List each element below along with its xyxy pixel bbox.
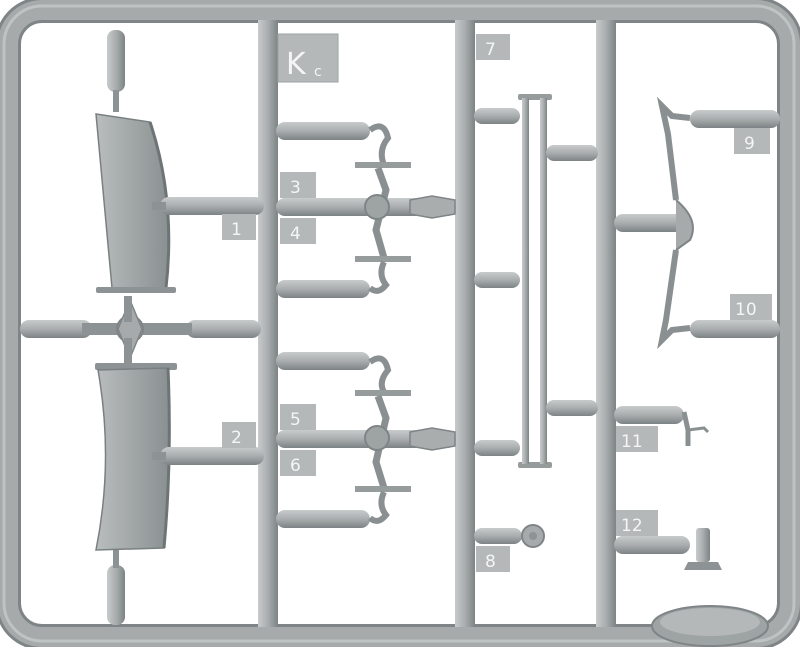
part-number-11: 11 — [621, 432, 643, 452]
gate-stubs-left — [107, 30, 132, 625]
logo-letter: K — [286, 47, 307, 82]
part-number-1: 1 — [231, 220, 242, 240]
part-number-12: 12 — [621, 516, 643, 536]
part-1-blade — [95, 113, 264, 293]
part-11 — [614, 406, 710, 446]
part-number-9: 9 — [744, 134, 755, 154]
part-12 — [614, 528, 722, 570]
part-number-7: 7 — [485, 40, 496, 60]
ejector-pad — [651, 605, 769, 647]
left-cross-runner — [20, 298, 261, 360]
part-3-4-assembly — [355, 123, 456, 294]
sprue-logo-tab: K c — [277, 33, 339, 83]
part-number-tabs: 1 2 3 4 5 6 7 8 9 10 11 12 — [222, 34, 772, 572]
part-number-4: 4 — [290, 224, 301, 244]
part-8-disk — [474, 524, 545, 548]
part-number-2: 2 — [231, 428, 242, 448]
part-number-6: 6 — [290, 456, 301, 476]
part-number-8: 8 — [485, 552, 496, 572]
logo-subscript: c — [314, 64, 322, 80]
part-9-10-bracket — [614, 96, 780, 350]
part-number-10: 10 — [735, 300, 757, 320]
part-number-3: 3 — [290, 178, 301, 198]
part-5-6-assembly — [355, 355, 456, 524]
part-number-5: 5 — [290, 410, 301, 430]
part-2-blade — [95, 363, 264, 551]
vertical-runners — [258, 20, 616, 627]
part-7-rail — [474, 94, 598, 468]
